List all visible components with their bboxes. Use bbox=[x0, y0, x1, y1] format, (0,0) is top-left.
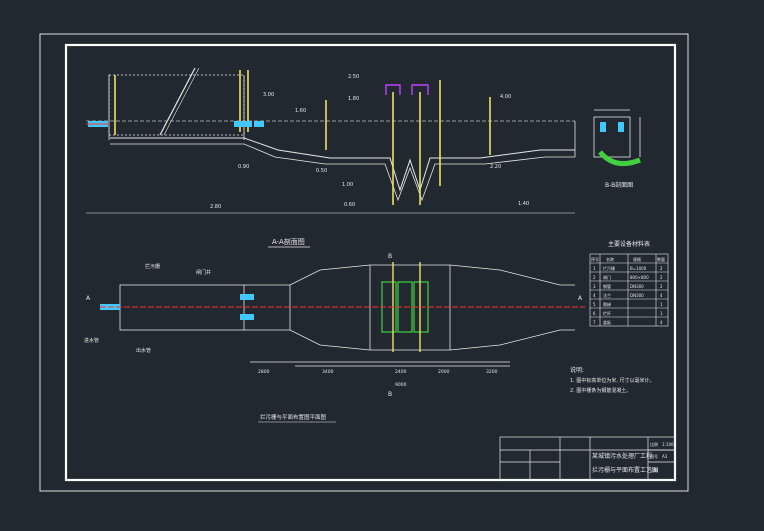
inner-frame-border bbox=[64, 43, 677, 482]
plan-callout: 进水管 bbox=[84, 337, 99, 344]
title-block-drawing-name: 拦污栅与平面布置工艺图 bbox=[592, 466, 658, 474]
elev-label: 2.50 bbox=[348, 74, 359, 80]
section-b-title: B-B剖面图 bbox=[605, 181, 633, 189]
equipment-table-grid bbox=[589, 253, 669, 327]
dimension-label: 3400 bbox=[322, 369, 334, 375]
table-header: 序号 bbox=[591, 256, 599, 262]
table-cell: 盖板 bbox=[603, 319, 611, 325]
table-cell: 2 bbox=[660, 275, 663, 280]
section-a-magenta-gates bbox=[385, 84, 429, 95]
title-block-sheet-label: 图号 bbox=[650, 453, 658, 459]
table-cell: 栏杆 bbox=[603, 310, 611, 316]
dimension-label: 2800 bbox=[258, 369, 270, 375]
section-tag: A bbox=[578, 295, 583, 302]
table-cell: 2 bbox=[660, 284, 663, 289]
section-tag: A bbox=[86, 295, 91, 302]
table-cell: 800×800 bbox=[630, 275, 649, 280]
elev-label: 0.50 bbox=[316, 168, 327, 174]
table-cell: 2 bbox=[593, 275, 596, 280]
outer-sheet-border bbox=[39, 33, 689, 492]
dimension-label: 3200 bbox=[486, 369, 498, 375]
section-a-a-drawing bbox=[86, 67, 576, 214]
notes-title: 说明: bbox=[570, 366, 584, 374]
table-cell: 5 bbox=[593, 302, 596, 307]
table-cell: DN300 bbox=[630, 284, 644, 289]
title-block-date-label: 日期 bbox=[650, 467, 658, 473]
title-block-scale-value: 1:100 bbox=[662, 442, 674, 447]
plan-callout: 闸门井 bbox=[196, 269, 211, 276]
table-cell: 闸门 bbox=[603, 274, 611, 280]
equipment-table-text: 序号 名称 规格 数量 1 拦污栅 B=1000 2 2 闸门 800×800 … bbox=[591, 256, 665, 325]
section-tag: B bbox=[388, 253, 392, 260]
dimension-labels: 2800 3400 2400 2000 3200 9000 bbox=[258, 369, 498, 388]
elev-label: 3.00 bbox=[263, 92, 274, 98]
table-title: 主要设备材料表 bbox=[608, 240, 650, 248]
dimension-label: 9000 bbox=[395, 382, 407, 388]
table-cell: 3 bbox=[593, 284, 596, 289]
plan-title: 拦污栅与平面布置图平面图 bbox=[260, 413, 327, 421]
table-header: 数量 bbox=[657, 256, 665, 262]
title-block-project: 某城镇污水处理厂工程 bbox=[592, 452, 652, 460]
table-cell: DN300 bbox=[630, 293, 644, 298]
table-cell: 法兰 bbox=[603, 292, 611, 298]
table-cell: 7 bbox=[593, 320, 596, 325]
elev-label: 1.80 bbox=[348, 96, 359, 102]
elev-label: 2.20 bbox=[490, 164, 501, 170]
table-cell: 1 bbox=[660, 311, 663, 316]
tag-labels: A A B B bbox=[86, 253, 583, 398]
table-cell: 2 bbox=[660, 266, 663, 271]
section-b-cyan-parts bbox=[600, 122, 624, 132]
title-block-sheet-value: A3 bbox=[662, 454, 668, 459]
table-header: 名称 bbox=[606, 256, 614, 262]
note-line: 1. 图中标高单位为米, 尺寸以毫米计。 bbox=[570, 377, 655, 384]
table-cell: 6 bbox=[593, 311, 596, 316]
table-cell: 4 bbox=[660, 320, 663, 325]
elev-label: 0.90 bbox=[238, 164, 249, 170]
plan-callout: 出水管 bbox=[136, 347, 151, 354]
table-cell: 拦污栅 bbox=[603, 265, 615, 271]
elev-label: 0.60 bbox=[344, 202, 355, 208]
dimension-label: 2400 bbox=[395, 369, 407, 375]
plan-view-drawing bbox=[119, 264, 575, 367]
table-cell: 4 bbox=[593, 293, 596, 298]
table-cell: 钢管 bbox=[603, 283, 611, 289]
elev-label: 4.00 bbox=[500, 94, 511, 100]
table-cell: 1 bbox=[593, 266, 596, 271]
elev-label: 1.00 bbox=[342, 182, 353, 188]
section-tag: B bbox=[388, 391, 392, 398]
table-cell: 1 bbox=[660, 302, 663, 307]
elevation-labels: 3.00 2.50 1.80 1.60 0.90 0.50 4.00 2.20 … bbox=[210, 74, 529, 210]
table-cell: 4 bbox=[660, 293, 663, 298]
title-block-grid bbox=[499, 436, 676, 481]
plan-callouts: 拦污栅 闸门井 进水管 出水管 bbox=[84, 263, 211, 354]
table-cell: 爬梯 bbox=[603, 301, 611, 307]
table-cell: B=1000 bbox=[630, 266, 647, 271]
title-block-scale-label: 比例 bbox=[650, 441, 658, 447]
section-a-title: A-A剖面图 bbox=[272, 237, 305, 246]
dimension-label: 2000 bbox=[438, 369, 450, 375]
elev-label: 1.60 bbox=[295, 108, 306, 114]
table-header: 规格 bbox=[633, 256, 641, 262]
elev-label: 1.40 bbox=[518, 201, 529, 207]
note-line: 2. 图中栅条为钢筋混凝土。 bbox=[570, 387, 631, 394]
elev-label: 2.80 bbox=[210, 204, 221, 210]
section-b-green-pipe bbox=[598, 150, 641, 167]
section-b-b-drawing bbox=[593, 109, 641, 158]
plan-callout: 拦污栅 bbox=[145, 263, 160, 270]
